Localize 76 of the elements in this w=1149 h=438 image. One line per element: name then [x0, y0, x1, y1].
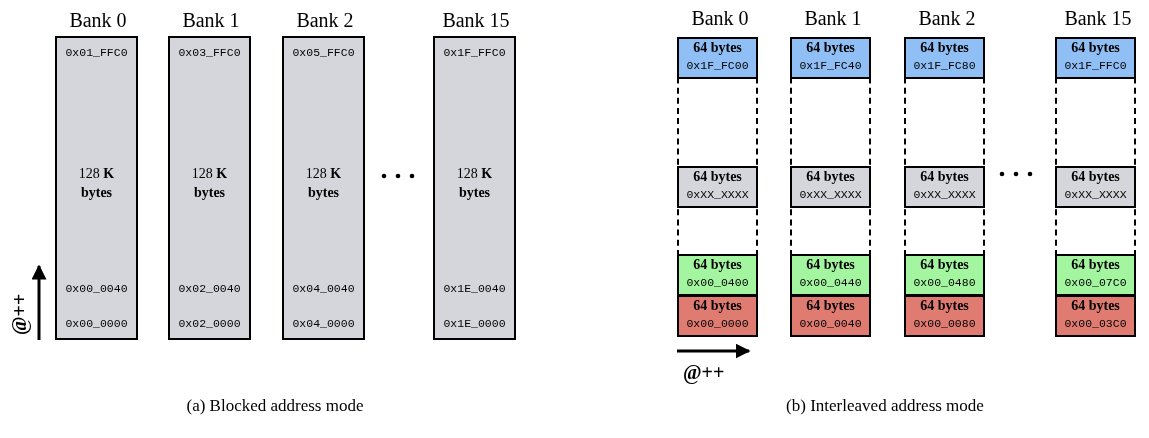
cell-size: 64 bytes [692, 257, 743, 273]
bank-heading: Bank 1 [803, 6, 863, 30]
cell-size: 64 bytes [919, 169, 970, 185]
bank-heading: Bank 0 [68, 8, 128, 32]
cell-size: 64 bytes [805, 169, 856, 185]
bank-heading: Bank 1 [181, 8, 241, 32]
address-text: 0x00_0480 [912, 276, 977, 289]
address-text: 0xXX_XXXX [798, 188, 863, 201]
address-text: 0x00_0000 [685, 317, 750, 330]
address-text: 0x00_0040 [64, 282, 129, 295]
memory-cell [904, 166, 985, 208]
address-text: 0x1F_FC80 [912, 59, 977, 72]
address-text: 0x1F_FFC0 [442, 46, 507, 59]
direction-label: @++ [7, 293, 31, 335]
address-text: 0x1F_FC00 [685, 59, 750, 72]
memory-cell [790, 37, 871, 79]
block-size: 128 K bytes [455, 165, 494, 202]
cell-size: 64 bytes [805, 298, 856, 314]
cell-size: 64 bytes [1070, 40, 1121, 56]
address-text: 0x00_0080 [912, 317, 977, 330]
bank-heading: Bank 15 [441, 8, 511, 32]
address-text: 0x00_0400 [685, 276, 750, 289]
address-text: 0x00_07C0 [1063, 276, 1128, 289]
cell-size: 64 bytes [805, 257, 856, 273]
address-text: 0x00_0040 [798, 317, 863, 330]
cell-size: 64 bytes [692, 169, 743, 185]
address-text: 0x02_0000 [177, 317, 242, 330]
memory-cell [904, 295, 985, 337]
memory-cell [677, 37, 758, 79]
bank-heading: Bank 2 [295, 8, 355, 32]
address-text: 0x03_FFC0 [177, 46, 242, 59]
memory-cell [677, 254, 758, 296]
caption: (a) Blocked address mode [185, 396, 365, 416]
bank-heading: Bank 15 [1063, 6, 1133, 30]
address-text: 0x01_FFC0 [64, 46, 129, 59]
memory-cell [1055, 37, 1136, 79]
cell-size: 64 bytes [1070, 257, 1121, 273]
address-text: 0x1E_0040 [442, 282, 507, 295]
memory-cell [1055, 254, 1136, 296]
bank-heading: Bank 0 [690, 6, 750, 30]
address-text: 0x00_03C0 [1063, 317, 1128, 330]
memory-cell [904, 37, 985, 79]
memory-cell [790, 254, 871, 296]
address-text: 0x04_0000 [291, 317, 356, 330]
cell-size: 64 bytes [1070, 298, 1121, 314]
cell-size: 64 bytes [919, 257, 970, 273]
direction-label: @++ [683, 360, 725, 384]
address-text: 0xXX_XXXX [912, 188, 977, 201]
memory-cell [790, 166, 871, 208]
address-text: 0x1F_FFC0 [1063, 59, 1128, 72]
memory-cell [677, 295, 758, 337]
address-text: 0xXX_XXXX [685, 188, 750, 201]
memory-cell [1055, 166, 1136, 208]
memory-cell [1055, 295, 1136, 337]
block-size: 128 K bytes [77, 165, 116, 202]
memory-cell [677, 166, 758, 208]
caption: (b) Interleaved address mode [785, 396, 985, 416]
memory-cell [790, 295, 871, 337]
bank-heading: Bank 2 [917, 6, 977, 30]
cell-size: 64 bytes [1070, 169, 1121, 185]
memory-cell [904, 254, 985, 296]
address-text: 0x1F_FC40 [798, 59, 863, 72]
cell-size: 64 bytes [919, 40, 970, 56]
cell-size: 64 bytes [692, 40, 743, 56]
address-text: 0x02_0040 [177, 282, 242, 295]
address-text: 0x05_FFC0 [291, 46, 356, 59]
block-size: 128 K bytes [190, 165, 229, 202]
cell-size: 64 bytes [805, 40, 856, 56]
block-size: 128 K bytes [304, 165, 343, 202]
address-text: 0x00_0440 [798, 276, 863, 289]
cell-size: 64 bytes [692, 298, 743, 314]
address-text: 0xXX_XXXX [1063, 188, 1128, 201]
address-text: 0x04_0040 [291, 282, 356, 295]
address-text: 0x00_0000 [64, 317, 129, 330]
address-text: 0x1E_0000 [442, 317, 507, 330]
cell-size: 64 bytes [919, 298, 970, 314]
